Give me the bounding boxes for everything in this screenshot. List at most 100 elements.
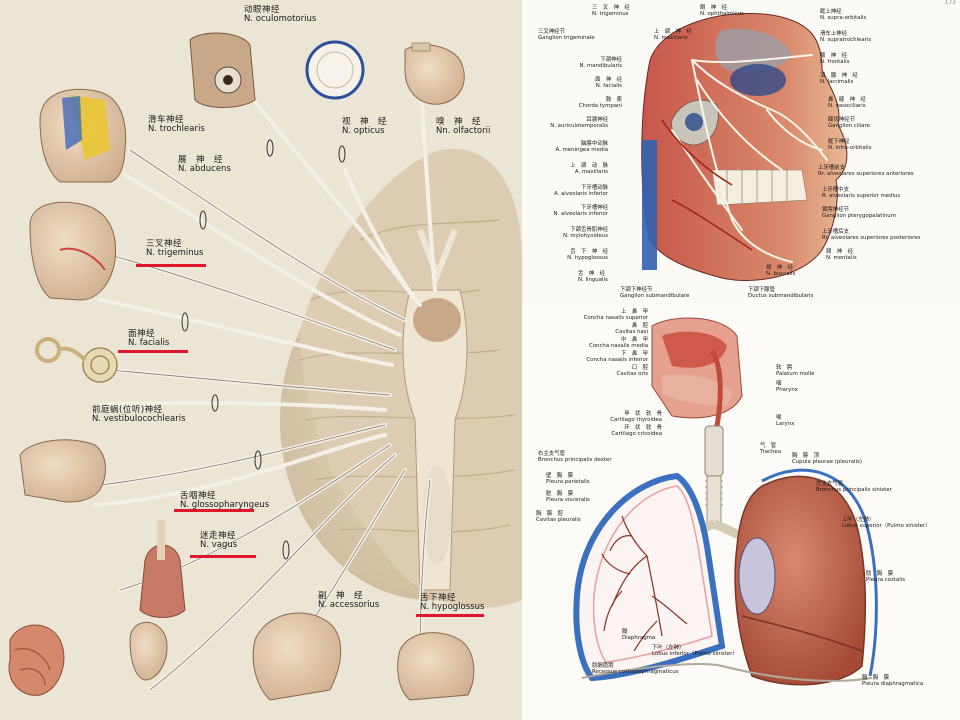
- label-cavitas-oris: 口 腔 Cavitas oris: [538, 365, 648, 377]
- label-meningea: 脑膜中动脉 A. meningea media: [522, 141, 608, 153]
- label-ophthalmicus: 眼 神 经 N. ophthalmicus: [700, 5, 744, 17]
- label-cavitas-oris-la: Cavitas oris: [616, 370, 648, 377]
- face-dissection-illustration: [641, 12, 848, 281]
- label-buccalis-la: N. buccalis: [766, 270, 796, 277]
- label-a-maxillaris-la: A. maxillaris: [574, 168, 608, 175]
- highlight-vagus: [190, 555, 256, 558]
- label-hypoglossus-tr: 舌 下 神 经 N. hypoglossus: [522, 249, 608, 261]
- label-chorda-zh: 鼓 索: [605, 97, 622, 103]
- label-accessory-zh: 副 神 经: [318, 591, 364, 601]
- label-cupula: 胸 膜 顶 Cupula pleurae (pleuralis): [792, 453, 862, 465]
- label-bronchus-sin-zh: 左主支气管: [816, 481, 843, 487]
- label-auriculotemporalis-la: N. auriculotemporalis: [550, 122, 608, 129]
- label-cricoidea-la: Cartilago cricoidea: [611, 430, 662, 437]
- label-facial-zh: 面神经: [128, 329, 156, 339]
- label-ductus-la: Ductus submandibularis: [748, 292, 814, 299]
- label-cavitas-nasi-zh: 鼻 腔: [631, 323, 648, 329]
- label-pleura-visc-zh: 脏 胸 膜: [546, 491, 573, 497]
- label-glossopharyngeal: 舌咽神经 N. glossopharyngeus: [180, 492, 269, 510]
- nose-olfactory: [404, 42, 465, 105]
- label-thyroidea-la: Cartilago thyroidea: [610, 416, 662, 423]
- label-diaphragma-zh: 膈: [622, 629, 628, 635]
- label-vagus: 迷走神经 N. vagus: [200, 532, 237, 550]
- ear-cochlea: [35, 337, 118, 383]
- label-concha-med-zh: 中 鼻 甲: [621, 337, 648, 343]
- label-mylohyoideus-zh: 下颌舌骨肌神经: [570, 227, 608, 233]
- label-ductus-zh: 下颌下腺管: [748, 287, 775, 293]
- label-recessus-zh: 肋膈隐窝: [592, 663, 614, 669]
- label-concha-sup-zh: 上 鼻 甲: [621, 309, 648, 315]
- label-bronchus-sin-la: Bronchus principalis sinister: [816, 486, 892, 493]
- label-alv-sup-post: 上牙槽后支 Rr. alveolares superiores posterio…: [822, 229, 920, 241]
- head-glossopharyngeal: [19, 439, 106, 503]
- page-number: 173: [944, 0, 956, 6]
- label-meningea-zh: 脑膜中动脉: [581, 141, 608, 147]
- label-lingualis-la: N. lingualis: [578, 276, 608, 283]
- label-thyroidea: 甲 状 软 骨 Cartilago thyroidea: [552, 411, 662, 423]
- label-nasociliaris-la: N. nasociliaris: [828, 102, 866, 109]
- label-infraorbitalis-zh: 眶下神经: [828, 139, 850, 145]
- label-diaphragma: 膈 Diaphragma: [622, 629, 656, 641]
- label-alv-sup-post-zh: 上牙槽后支: [822, 229, 849, 235]
- label-frontalis: 额 神 经 N. frontalis: [820, 53, 850, 65]
- label-frontalis-la: N. frontalis: [820, 58, 850, 65]
- label-olfactory-zh: 嗅 神 经: [436, 117, 482, 127]
- label-alv-sup-med-la: R. alveolaris superior medius: [822, 192, 901, 199]
- head-ophthalmic-region: [39, 88, 127, 183]
- label-optic-la: N. opticus: [342, 125, 385, 136]
- label-meningea-la: A. meningea media: [555, 146, 608, 153]
- label-buccalis-zh: 颊 神 经: [766, 265, 793, 271]
- label-pharynx-zh: 咽: [776, 381, 782, 387]
- label-trochlear: 滑车神经 N. trochlearis: [148, 116, 205, 134]
- label-cavitas-pl: 胸 膜 腔 Cavitas pleuralis: [536, 511, 581, 523]
- label-hypoglossal-la: N. hypoglossus: [420, 601, 485, 612]
- label-trochlear-la: N. trochlearis: [148, 123, 205, 134]
- label-diaphragma-la: Diaphragma: [622, 634, 656, 641]
- label-hypoglossus-tr-zh: 舌 下 神 经: [570, 249, 608, 255]
- label-bronchus-dex: 右主支气管 Bronchus principalis dexter: [538, 451, 612, 463]
- label-trigeminal-la: N. trigeminus: [146, 247, 204, 258]
- label-chorda: 鼓 索 Chorda tympani: [532, 97, 622, 109]
- label-mentalis-zh: 颏 神 经: [826, 249, 853, 255]
- eye-oculomotor: [189, 32, 256, 108]
- label-ggl-pterygo: 翼腭神经节 Ganglion pterygopalatinum: [822, 207, 896, 219]
- label-ggl-ciliare: 睫状神经节 Ganglion ciliare: [828, 117, 870, 129]
- label-pleura-par: 壁 胸 膜 Pleura parietalis: [546, 473, 590, 485]
- label-mandibularis-zh: 下颌神经: [600, 57, 622, 63]
- label-infraorbitalis: 眶下神经 N. infra-orbitalis: [828, 139, 872, 151]
- label-pleura-par-zh: 壁 胸 膜: [546, 473, 573, 479]
- label-a-maxillaris: 上 颌 动 脉 A. maxillaris: [522, 163, 608, 175]
- label-thyroidea-zh: 甲 状 软 骨: [624, 411, 662, 417]
- label-supraorbitalis-zh: 眶上神经: [820, 9, 842, 15]
- label-chorda-la: Chorda tympani: [578, 102, 622, 109]
- head-trigeminal-region: [29, 201, 117, 301]
- label-bronchus-sin: 左主支气管 Bronchus principalis sinister: [816, 481, 892, 493]
- label-glossopharyngeal-la: N. glossopharyngeus: [180, 499, 270, 510]
- label-trachea: 气 管 Trachea: [760, 443, 781, 455]
- label-hypoglossus-tr-la: N. hypoglossus: [567, 254, 608, 261]
- label-lobus-inf: 下叶（左肺） Lobus inferior（Pulmo sinister）: [652, 645, 738, 657]
- label-facial-la: N. facialis: [128, 337, 170, 348]
- label-olfactory: 嗅 神 经 Nn. olfactorii: [436, 118, 490, 136]
- label-abducens-zh: 展 神 经: [178, 155, 224, 165]
- label-a-maxillaris-zh: 上 颌 动 脉: [570, 163, 608, 169]
- label-concha-med-la: Concha nasalis media: [588, 342, 648, 349]
- label-palatum-zh: 软 腭: [776, 365, 793, 371]
- label-concha-sup-la: Concha nasalis superior: [583, 314, 648, 321]
- label-vestibulocochlear-la: N. vestibulocochlearis: [92, 413, 186, 424]
- label-nasociliaris-zh: 鼻 睫 神 经: [828, 97, 866, 103]
- highlight-facial: [118, 350, 188, 353]
- label-alv-sup-med-zh: 上牙槽中支: [822, 187, 849, 193]
- label-hypoglossal: 舌下神经 N. hypoglossus: [420, 594, 484, 612]
- label-facialis-tr-zh: 面 神 经: [595, 77, 622, 83]
- head-hypoglossal: [397, 632, 475, 701]
- label-concha-med: 中 鼻 甲 Concha nasalis media: [538, 337, 648, 349]
- cranial-nerves-panel: 动眼神经 N. oculomotorius 滑车神经 N. trochleari…: [0, 0, 522, 720]
- label-trigeminus-zh: 三 叉 神 经: [592, 5, 630, 11]
- label-lobus-inf-zh: 下叶（左肺）: [652, 645, 685, 651]
- brain-stem-and-cerebellum: [280, 148, 522, 608]
- label-oculomotor: 动眼神经 N. oculomotorius: [244, 6, 316, 24]
- label-trochlear-zh: 滑车神经: [148, 115, 185, 125]
- label-bronchus-dex-zh: 右主支气管: [538, 451, 565, 457]
- highlight-trigeminal: [136, 264, 206, 267]
